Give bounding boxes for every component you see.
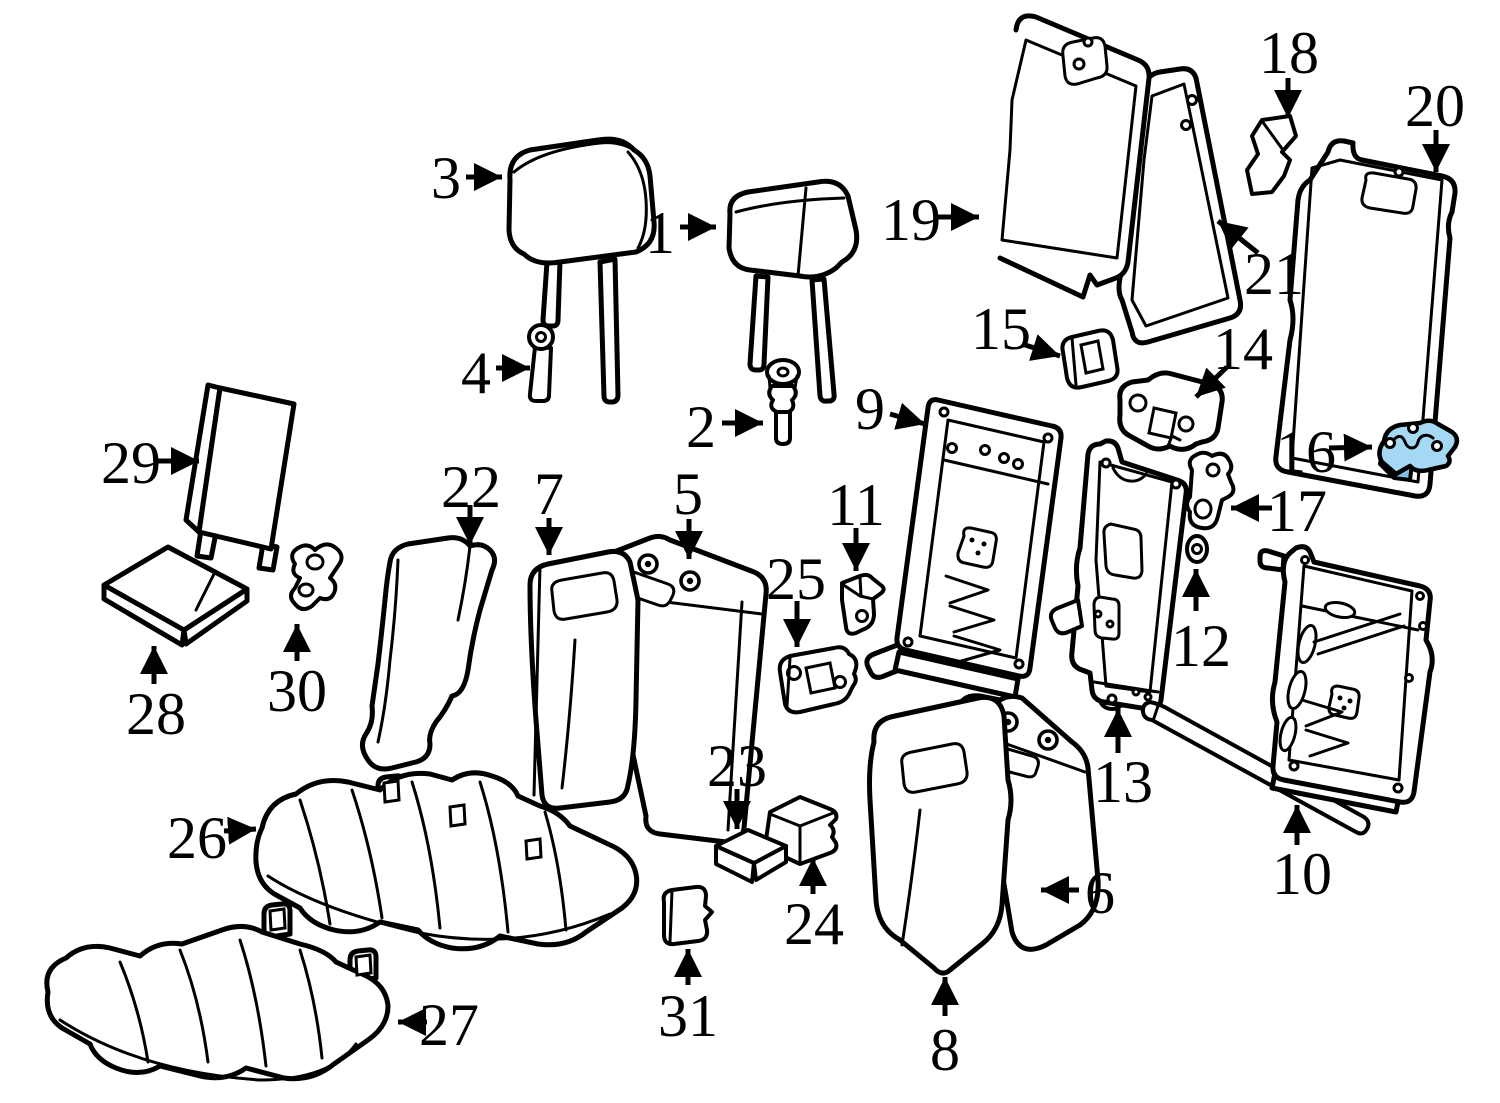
part-2-headrest-guide-pin — [765, 358, 801, 446]
callout-label-15: 15 — [971, 296, 1031, 362]
callout-label-27: 27 — [419, 992, 479, 1058]
part-1-headrest — [726, 178, 860, 404]
callout-label-20: 20 — [1405, 73, 1465, 139]
part-25-bracket — [777, 645, 859, 715]
callout-label-30: 30 — [267, 658, 327, 724]
callout-label-24: 24 — [784, 891, 844, 957]
part-20-trim-panel — [1273, 138, 1458, 499]
part-11-bracket — [840, 572, 886, 636]
callout-label-17: 17 — [1267, 478, 1327, 544]
part-13-backrest-frame — [1048, 438, 1189, 712]
callout-label-19: 19 — [881, 187, 941, 253]
part-8-backrest-cover — [867, 694, 1014, 976]
callout-label-7: 7 — [534, 461, 564, 527]
part-7-backrest-cover — [527, 549, 641, 811]
torsion-rod — [1140, 700, 1371, 836]
part-30-hinge — [289, 542, 344, 611]
callout-label-25: 25 — [766, 546, 826, 612]
callout-label-23: 23 — [707, 733, 767, 799]
part-3-headrest — [506, 136, 657, 405]
part-22-side-bolster — [360, 535, 498, 772]
callouts: 1234567891011121314151617181920212223242… — [101, 20, 1465, 1083]
callout-label-14: 14 — [1213, 316, 1273, 382]
part-29-ski-hatch-panel — [183, 382, 297, 573]
callout-arrow-16 — [1328, 433, 1373, 462]
callout-arrow-15 — [1021, 334, 1061, 361]
callout-label-4: 4 — [461, 340, 491, 406]
callout-label-10: 10 — [1272, 841, 1332, 907]
callout-label-2: 2 — [686, 394, 716, 460]
part-28-armrest — [101, 544, 250, 648]
callout-label-13: 13 — [1093, 749, 1153, 815]
callout-label-3: 3 — [431, 145, 461, 211]
callout-label-31: 31 — [658, 983, 718, 1049]
callout-label-29: 29 — [101, 430, 161, 496]
part-16-latch-highlighted — [1377, 418, 1460, 482]
callout-label-16: 16 — [1276, 419, 1336, 485]
part-27-seat-cushion — [44, 901, 391, 1082]
callout-label-11: 11 — [827, 472, 885, 538]
callout-label-8: 8 — [930, 1017, 960, 1083]
callout-label-1: 1 — [645, 200, 675, 266]
callout-arrow-9 — [889, 402, 926, 430]
callout-label-22: 22 — [441, 454, 501, 520]
callout-label-5: 5 — [673, 461, 703, 527]
part-4-headrest-guide-pin — [527, 323, 555, 403]
callout-label-9: 9 — [855, 376, 885, 442]
callout-label-26: 26 — [167, 805, 227, 871]
callout-arrow-14 — [1194, 365, 1229, 399]
part-10-backrest-frame — [1257, 544, 1435, 815]
callout-arrow-26 — [223, 816, 257, 845]
callout-label-28: 28 — [126, 681, 186, 747]
part-12-washer — [1185, 534, 1209, 564]
part-19-trim-panel — [997, 13, 1152, 300]
part-23-pad — [714, 828, 788, 884]
callout-label-12: 12 — [1171, 613, 1231, 679]
part-18-bracket — [1245, 114, 1298, 196]
part-9-backrest-frame — [864, 397, 1064, 700]
callout-arrow-21 — [1216, 219, 1260, 255]
callout-label-6: 6 — [1085, 860, 1115, 926]
callout-label-21: 21 — [1244, 241, 1304, 307]
part-31-clip — [661, 884, 714, 947]
part-17-bracket — [1185, 450, 1236, 531]
callout-label-18: 18 — [1259, 20, 1319, 86]
part-15-clip — [1060, 328, 1120, 390]
part-26-seat-cushion — [253, 770, 640, 952]
